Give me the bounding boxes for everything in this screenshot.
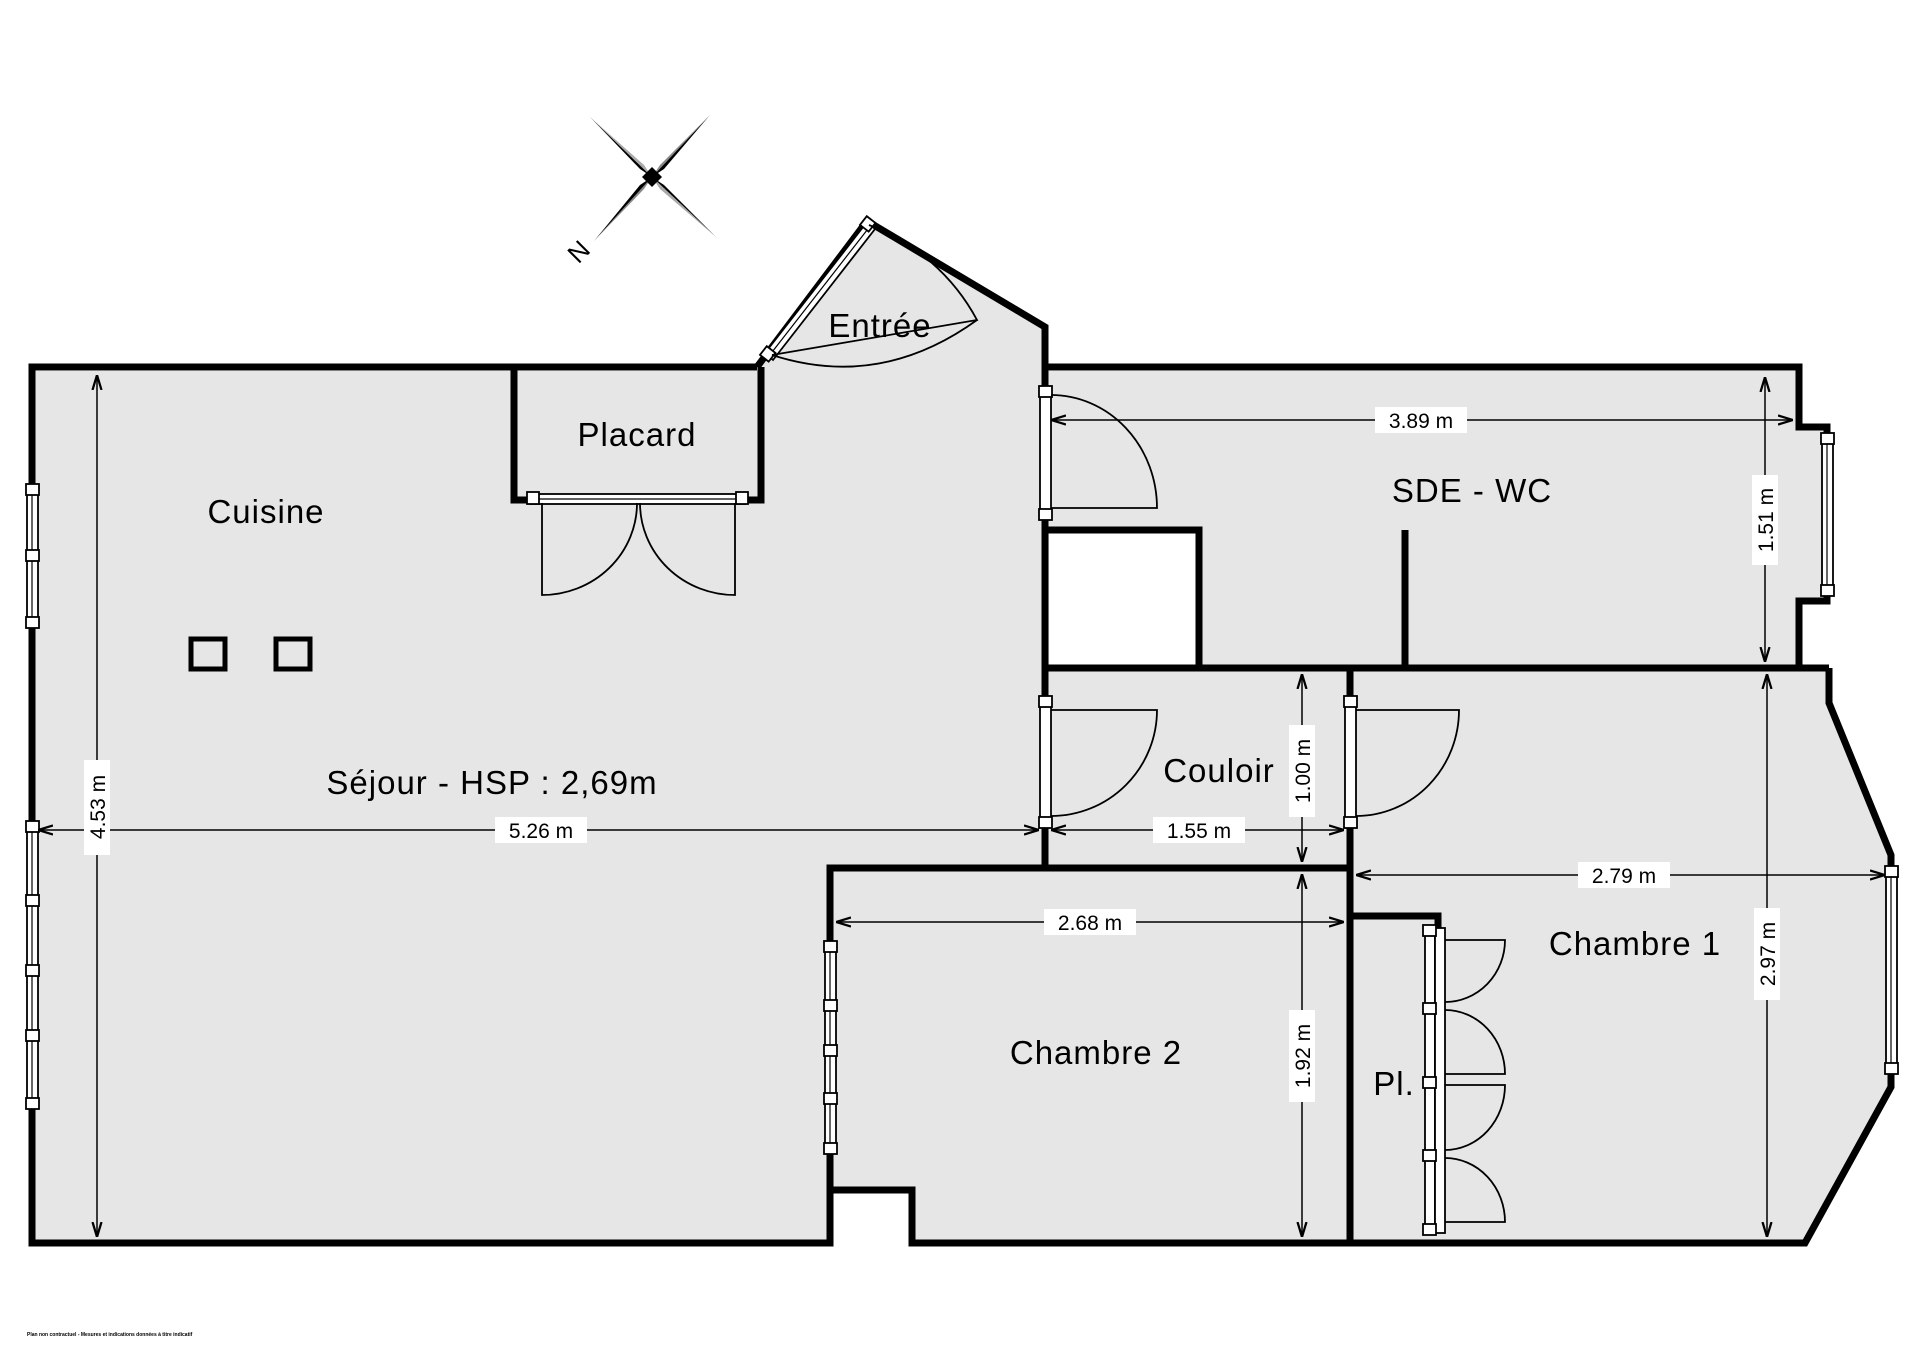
floor-sejour <box>32 223 1045 1243</box>
wall-shaft <box>1045 526 1203 668</box>
label-couloir: Couloir <box>1163 752 1275 789</box>
compass-north-letter: N <box>561 234 595 268</box>
window-sde <box>1820 432 1835 597</box>
dim-couloir-height: 1.00 m <box>1292 739 1315 803</box>
window-cuisine <box>25 483 40 629</box>
wall-sde-outer <box>1045 363 1831 668</box>
floor-chambre1 <box>1350 668 1891 1243</box>
label-placard: Placard <box>578 416 697 453</box>
dim-sde-width: 3.89 m <box>1389 410 1453 433</box>
dim-sde-height: 1.51 m <box>1755 488 1778 552</box>
window-chambre2 <box>823 940 838 1155</box>
label-cuisine: Cuisine <box>207 493 324 530</box>
label-chambre1: Chambre 1 <box>1549 925 1721 962</box>
door-chambre1 <box>1343 695 1460 829</box>
window-entree <box>758 214 877 363</box>
window-chambre1 <box>1884 865 1899 1075</box>
floor-sde <box>1045 371 1827 668</box>
dim-sejour-width: 5.26 m <box>509 820 573 843</box>
shaft-void <box>1049 530 1199 665</box>
dim-chambre1-height: 2.97 m <box>1757 922 1780 986</box>
window-sejour <box>25 820 40 1110</box>
dim-couloir-width: 1.55 m <box>1167 820 1231 843</box>
compass-rose-icon <box>590 115 716 241</box>
door-pl <box>1422 924 1506 1236</box>
dim-chambre2-width: 2.68 m <box>1058 912 1122 935</box>
door-sde <box>1038 385 1158 521</box>
door-placard <box>526 491 749 596</box>
label-sejour: Séjour - HSP : 2,69m <box>326 764 657 801</box>
column-2 <box>273 636 313 672</box>
disclaimer-text: Plan non contractuel - Mesures et indica… <box>27 1332 193 1338</box>
floor-areas <box>32 223 1891 1243</box>
label-pl: Pl. <box>1373 1065 1415 1102</box>
label-chambre2: Chambre 2 <box>1010 1034 1182 1071</box>
label-entree: Entrée <box>828 307 931 344</box>
dim-chambre2-height: 1.92 m <box>1292 1024 1315 1088</box>
entrance-notch <box>834 1190 912 1250</box>
room-labels: Entrée Placard Cuisine Séjour - HSP : 2,… <box>207 307 1721 1102</box>
floor-chambre2 <box>830 868 1350 1243</box>
doors <box>526 224 1506 1236</box>
column-1 <box>188 636 228 672</box>
windows <box>25 214 1899 1155</box>
door-entree <box>771 224 979 368</box>
dimension-labels: 3.89 m 1.51 m 4.53 m 5.26 m 1.55 m 1.00 … <box>84 407 1780 1102</box>
label-sde-wc: SDE - WC <box>1392 472 1552 509</box>
door-couloir-left <box>1038 695 1158 829</box>
dim-chambre1-width: 2.79 m <box>1592 865 1656 888</box>
dim-sejour-height: 4.53 m <box>87 775 110 839</box>
